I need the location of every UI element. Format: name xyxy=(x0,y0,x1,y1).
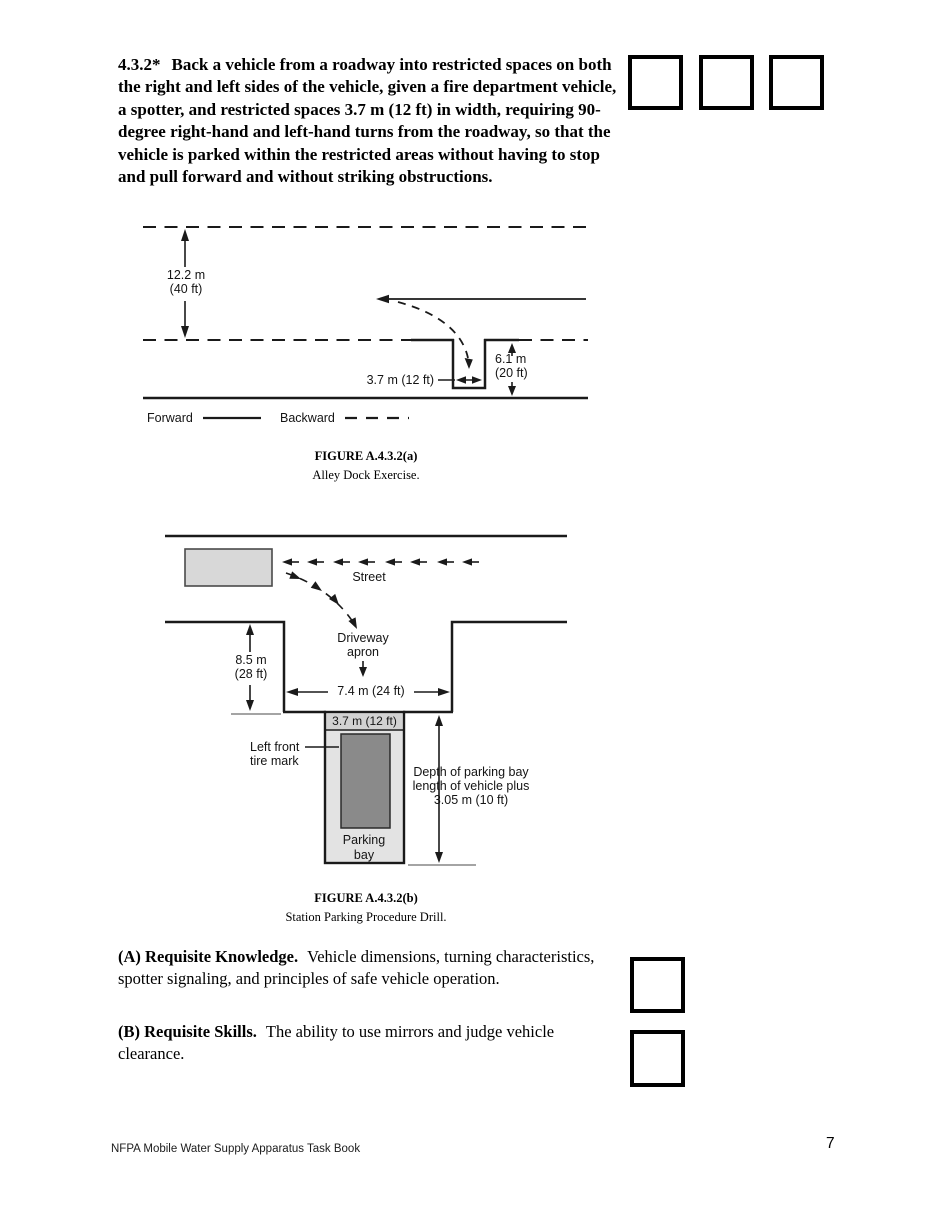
requisite-skills-text: The ability to use mirrors and judge veh… xyxy=(118,1022,555,1064)
apron-width-label: 7.4 m (24 ft) xyxy=(328,684,414,698)
requisite-knowledge-paragraph: (A) Requisite Knowledge.Vehicle dimensio… xyxy=(118,946,624,991)
bay-width-label: 3.7 m (12 ft) xyxy=(332,714,397,728)
street-arrows xyxy=(282,558,479,566)
left-curb xyxy=(165,620,286,712)
legend-forward-label: Forward xyxy=(147,411,193,425)
backing-curve-arrowheads xyxy=(289,571,357,629)
dock-width-label: 3.7 m (12 ft) xyxy=(366,373,434,387)
task-checkbox-3[interactable] xyxy=(769,55,824,110)
requisite-skills-heading: (B) Requisite Skills. xyxy=(118,1022,257,1041)
requisite-skills-paragraph: (B) Requisite Skills.The ability to use … xyxy=(118,1021,624,1066)
driveway-pointer-arrowhead xyxy=(359,667,367,677)
dock-outline xyxy=(451,339,487,390)
station-parking-diagram xyxy=(165,534,567,866)
apron-depth-label: 8.5 m (28 ft) xyxy=(234,653,268,681)
task-number: 4.3.2* xyxy=(118,55,161,74)
tire-mark-label: Left front tire mark xyxy=(250,740,300,768)
task-paragraph: 4.3.2*Back a vehicle from a roadway into… xyxy=(118,54,617,188)
backing-arrowhead xyxy=(464,358,473,369)
parking-bay-label: Parking bay xyxy=(342,833,386,862)
requisite-knowledge-checkbox[interactable] xyxy=(630,957,685,1013)
requisite-skills-checkbox[interactable] xyxy=(630,1030,685,1087)
forward-arrowhead xyxy=(376,294,389,304)
figure-a-caption: Alley Dock Exercise. xyxy=(312,468,420,482)
task-checkbox-2[interactable] xyxy=(699,55,754,110)
lane-width-label: 12.2 m (40 ft) xyxy=(166,268,206,296)
requisite-knowledge-text: Vehicle dimensions, turning characterist… xyxy=(118,947,595,989)
vehicle-in-bay xyxy=(340,733,391,829)
figure-b-caption: Station Parking Procedure Drill. xyxy=(285,910,447,924)
vehicle-on-street xyxy=(184,548,273,587)
figure-a-title: FIGURE A.4.3.2(a) xyxy=(314,449,418,463)
right-curb xyxy=(450,620,567,712)
task-text: Back a vehicle from a roadway into restr… xyxy=(118,55,617,187)
requisite-knowledge-heading: (A) Requisite Knowledge. xyxy=(118,947,299,966)
bay-width-strip xyxy=(327,714,402,729)
driveway-apron-label: Driveway apron xyxy=(337,631,389,659)
alley-dock-diagram xyxy=(143,226,588,420)
footer-title: NFPA Mobile Water Supply Apparatus Task … xyxy=(111,1143,361,1155)
task-checkbox-1[interactable] xyxy=(628,55,683,110)
bay-depth-label: Depth of parking bay length of vehicle p… xyxy=(412,765,530,807)
dock-depth-label: 6.1 m (20 ft) xyxy=(495,352,528,380)
figure-b-title: FIGURE A.4.3.2(b) xyxy=(314,891,418,905)
page-number: 7 xyxy=(826,1135,835,1152)
dimension-arrowhead-down xyxy=(181,326,189,338)
backing-curve xyxy=(285,572,354,623)
street-label: Street xyxy=(352,570,386,584)
legend-backward-label: Backward xyxy=(280,411,335,425)
dimension-arrowhead-up xyxy=(181,229,189,241)
backing-curve xyxy=(397,301,469,359)
